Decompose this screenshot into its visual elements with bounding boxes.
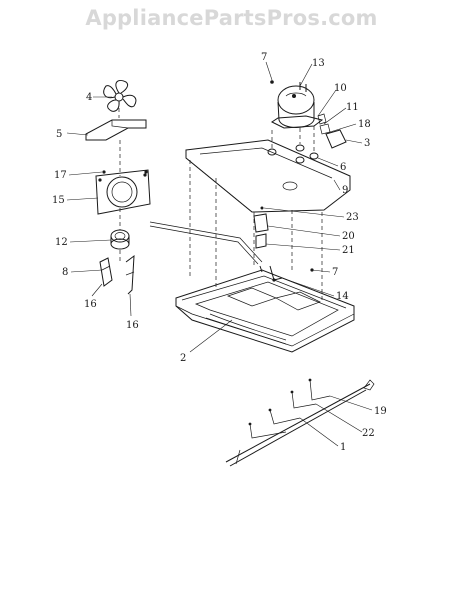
- callout-8: 8: [62, 267, 68, 278]
- callout-2: 2: [180, 353, 186, 364]
- compressor: [271, 82, 324, 129]
- callout-1: 1: [340, 442, 346, 453]
- callout-16a: 16: [84, 299, 97, 310]
- machine-compartment-plate: [185, 139, 351, 213]
- callout-13: 13: [312, 58, 325, 69]
- callout-7b: 7: [332, 267, 338, 278]
- callout-3: 3: [364, 138, 370, 149]
- screw: [270, 80, 274, 84]
- callout-9: 9: [342, 185, 348, 196]
- grommets: [267, 126, 319, 164]
- callout-5: 5: [56, 129, 62, 140]
- callout-16b: 16: [126, 320, 139, 331]
- fan-shroud: [95, 169, 151, 215]
- wire-harness: [225, 378, 375, 467]
- callout-22: 22: [362, 428, 375, 439]
- callout-18: 18: [358, 119, 371, 130]
- base-pan: [175, 265, 355, 353]
- callout-15: 15: [52, 195, 65, 206]
- watermark-text: AppliancePartsPros.com: [85, 6, 378, 30]
- callout-labels: 4 5 17 15 12 8 16 16 7 13 10 11 18 3 6 9…: [52, 52, 387, 453]
- callout-10: 10: [334, 83, 347, 94]
- callout-11: 11: [346, 102, 359, 113]
- fan-bracket: [85, 119, 147, 141]
- leader-lines: [66, 61, 373, 447]
- callout-7a: 7: [261, 52, 267, 63]
- start-components: [253, 206, 269, 249]
- fan-blade: [103, 79, 137, 112]
- callout-19: 19: [374, 406, 387, 417]
- callout-17: 17: [54, 170, 67, 181]
- callout-21: 21: [342, 245, 355, 256]
- callout-23: 23: [346, 212, 359, 223]
- callout-20: 20: [342, 231, 355, 242]
- callout-12: 12: [55, 237, 68, 248]
- callout-4: 4: [86, 92, 92, 103]
- callout-14: 14: [336, 291, 349, 302]
- callout-6: 6: [340, 162, 346, 173]
- motor-mount-brackets: [99, 254, 135, 295]
- screw: [102, 170, 106, 174]
- compressor-relay: [317, 113, 347, 149]
- fan-motor: [110, 229, 130, 250]
- screw: [144, 170, 148, 174]
